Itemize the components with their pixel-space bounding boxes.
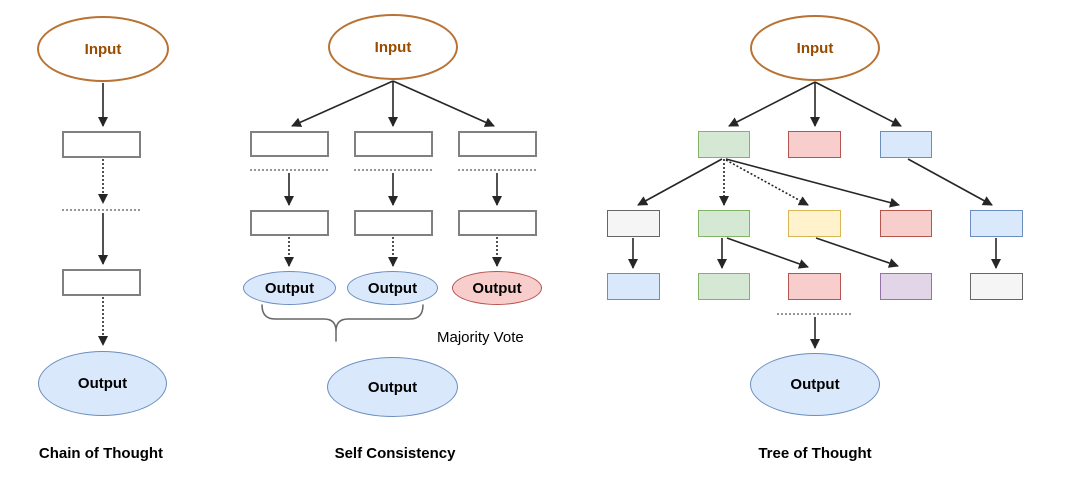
tot-l3-red (788, 273, 841, 300)
tot-l2-yellow (788, 210, 841, 237)
sc-output-1-label: Output (264, 279, 315, 297)
tot-edge-l2yellow-l3purple (815, 237, 899, 268)
cot-output-label: Output (77, 375, 128, 392)
sc-output-3: Output (452, 271, 542, 305)
sc-final-output-label: Output (367, 378, 418, 396)
cot-input-label: Input (84, 40, 122, 58)
tot-input-node: Input (750, 15, 880, 81)
tot-edge-l1blue-l2blue (907, 158, 993, 206)
tot-edge-input-l1green (728, 81, 816, 127)
sc-edge-input-branch1 (291, 80, 394, 127)
sc-edges (284, 80, 502, 267)
sc-branch1-step2 (250, 210, 329, 236)
tot-output-node: Output (750, 353, 880, 416)
tot-edge-l1green-l2gray (637, 158, 723, 206)
sc-branch3-step1 (458, 131, 537, 157)
sc-edge-input-branch3 (392, 80, 495, 127)
tot-edge-l2green-l3red (726, 237, 809, 269)
tot-l1-blue (880, 131, 932, 158)
tot-l1-red (788, 131, 841, 158)
sc-final-output-node: Output (327, 357, 458, 417)
majority-vote-label: Majority Vote (437, 329, 524, 346)
tot-l3-purple (880, 273, 932, 300)
tot-l2-blue (970, 210, 1023, 237)
tot-edge-input-l1blue (814, 81, 902, 127)
sc-output-1: Output (243, 271, 336, 305)
tot-edge-l1green-l2yellow (725, 159, 809, 206)
tot-l2-red (880, 210, 932, 237)
cot-output-node: Output (38, 351, 167, 416)
sc-output-2-label: Output (367, 279, 418, 297)
sc-branch2-step2 (354, 210, 433, 236)
tot-l3-green (698, 273, 750, 300)
cot-step-1 (62, 131, 141, 158)
tot-l1-green (698, 131, 750, 158)
cot-caption: Chain of Thought (38, 445, 164, 462)
tot-l3-blue (607, 273, 660, 300)
cot-step-2 (62, 269, 141, 296)
tot-l2-green (698, 210, 750, 237)
tot-edges (628, 81, 1001, 349)
cot-input-node: Input (37, 16, 169, 82)
sc-input-node: Input (328, 14, 458, 80)
sc-output-3-label: Output (472, 279, 522, 297)
tot-edge-l1green-l2red (725, 158, 900, 208)
sc-branch2-step1 (354, 131, 433, 157)
tot-input-label: Input (796, 39, 834, 57)
sc-caption: Self Consistency (334, 445, 456, 462)
curly-brace (261, 304, 424, 342)
tot-caption: Tree of Thought (758, 445, 872, 462)
tot-output-label: Output (790, 376, 840, 393)
sc-branch3-step2 (458, 210, 537, 236)
sc-branch1-step1 (250, 131, 329, 157)
tot-l2-gray (607, 210, 660, 237)
sc-output-2: Output (347, 271, 438, 305)
tot-l3-gray (970, 273, 1023, 300)
sc-input-label: Input (374, 38, 412, 56)
